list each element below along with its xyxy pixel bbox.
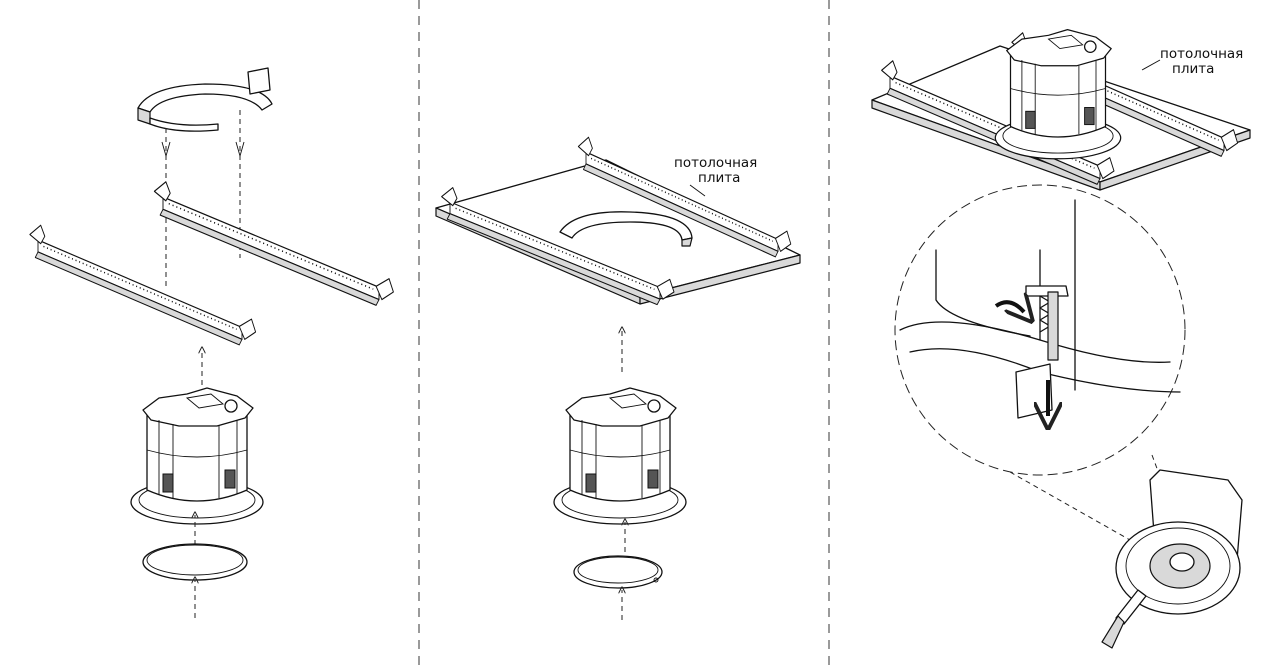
speaker-enclosure-installed <box>994 28 1122 160</box>
panel-2-tile-mount <box>435 136 801 620</box>
label-line-1: потолочная <box>674 155 758 171</box>
mounting-ring <box>137 67 273 132</box>
speaker-enclosure <box>130 387 264 525</box>
grille-ring-2 <box>573 555 663 589</box>
label-line-2: плита <box>1172 61 1215 77</box>
ceiling-tile-label-panel-3: потолочная плита <box>1160 47 1243 77</box>
label-line-1: потолочная <box>1160 46 1244 62</box>
label-line-2: плита <box>698 170 741 186</box>
panel-3-installed <box>871 28 1251 649</box>
speaker-front-with-screwdriver <box>1101 469 1243 649</box>
speaker-enclosure-2 <box>553 387 687 525</box>
mounting-rail-upper <box>153 181 395 307</box>
detail-magnifier <box>894 184 1186 476</box>
ceiling-tile-label-panel-2: потолочная плита <box>674 156 757 186</box>
mounting-rail-lower <box>29 224 257 346</box>
panel-1-exploded-view <box>29 67 395 618</box>
grille-ring <box>142 543 248 581</box>
